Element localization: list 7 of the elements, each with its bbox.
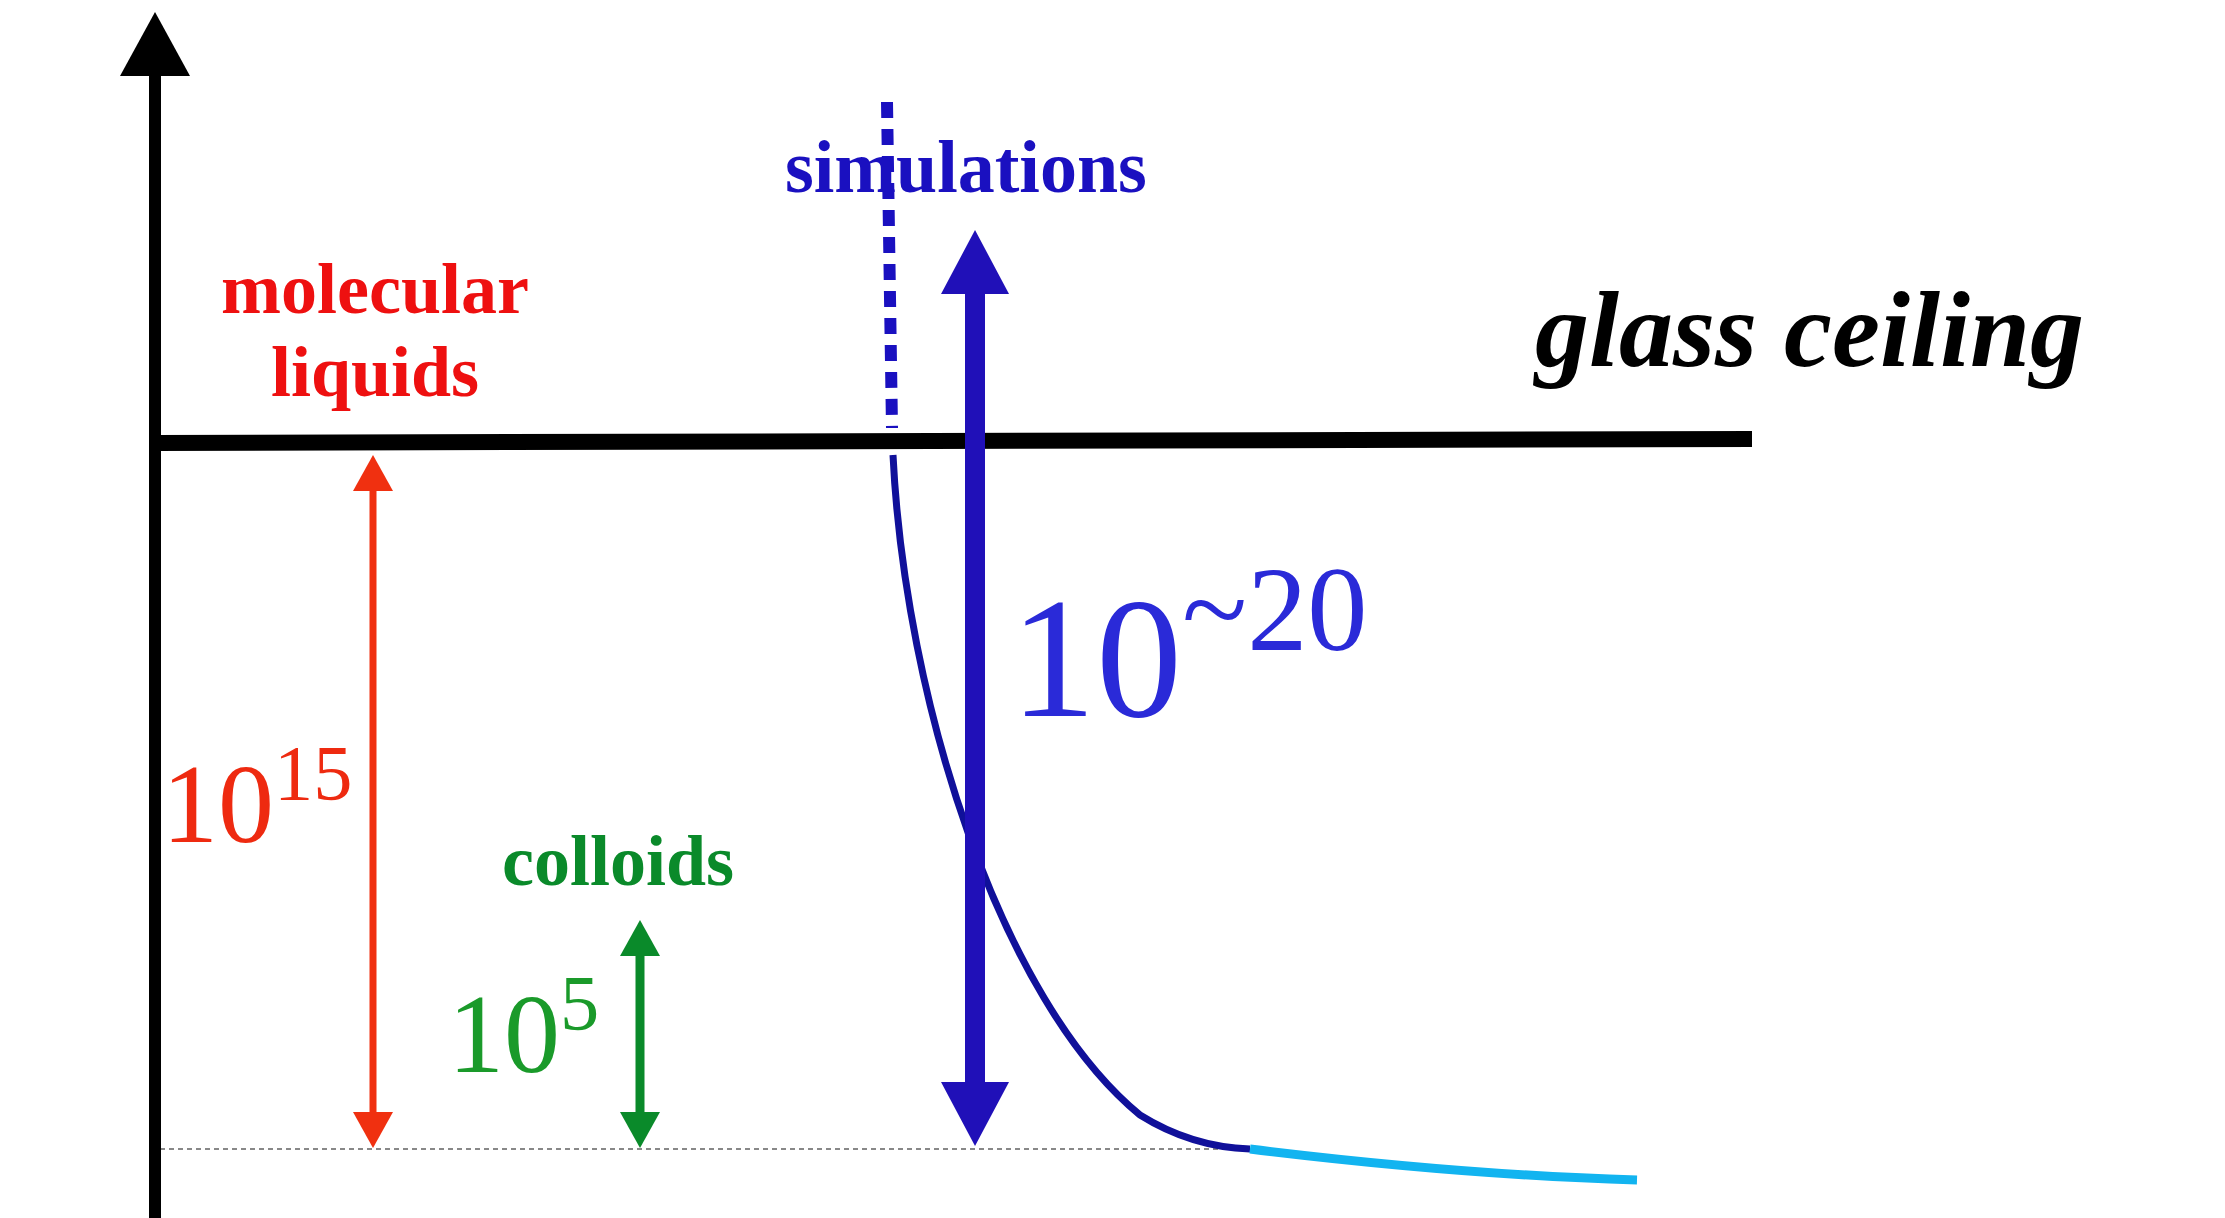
exponent-label: 10$^{5}$: [448, 970, 600, 1098]
exponent-label: 10$^{15}$: [162, 740, 353, 868]
text-label: simulations: [785, 125, 1147, 210]
exponent-label: 10$^{~20}$: [1010, 560, 1368, 755]
text-label: molecular liquids: [220, 248, 530, 414]
text-label: colloids: [502, 820, 735, 903]
text-label: glass ceiling: [1535, 269, 2085, 391]
